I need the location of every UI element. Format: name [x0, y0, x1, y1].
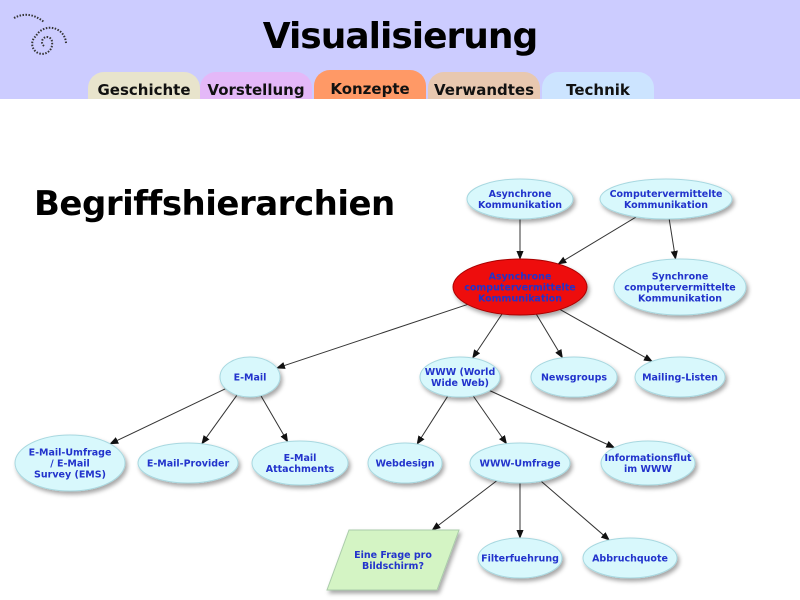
node-label: E-Mail — [234, 373, 267, 384]
node-mailing[interactable]: Mailing-Listen — [634, 356, 726, 398]
node-shape — [251, 440, 349, 486]
tab-geschichte[interactable]: Geschichte — [88, 72, 200, 99]
edge-www-wwwumf — [472, 395, 508, 445]
edge-acvk-news — [535, 313, 563, 359]
tab-vorstellung[interactable]: Vorstellung — [200, 72, 312, 99]
spiral-logo — [13, 13, 68, 55]
node-label: WWW-Umfrage — [479, 459, 560, 470]
node-label: Eine Frage pro — [354, 550, 432, 561]
node-label: E-Mail-Provider — [147, 459, 230, 470]
node-shape — [466, 178, 574, 220]
node-label: Synchrone — [652, 272, 709, 283]
node-label: Asynchrone — [489, 189, 552, 200]
node-shape — [469, 442, 571, 484]
section-heading: Begriffshierarchien — [34, 184, 395, 224]
header-banner: Visualisierung Geschichte Vorstellung Ko… — [0, 0, 800, 99]
node-label: WWW (World — [425, 367, 496, 378]
edge-cvk-acvk — [557, 216, 637, 265]
node-filter[interactable]: Filterfuehrung — [477, 537, 563, 579]
node-shape — [582, 537, 678, 579]
node-label: Attachments — [266, 464, 335, 475]
edge-acvk-mailing — [559, 309, 653, 362]
node-label: computervermittelte — [464, 283, 576, 294]
edge-email-provider — [201, 394, 238, 445]
node-label: Mailing-Listen — [642, 373, 718, 384]
tab-verwandtes[interactable]: Verwandtes — [428, 72, 540, 99]
node-label: Kommunikation — [638, 294, 722, 305]
node-shape — [634, 356, 726, 398]
node-label: Computervermittelte — [610, 189, 723, 200]
node-acvk[interactable]: AsynchronecomputervermittelteKommunikati… — [452, 258, 588, 316]
node-label: E-Mail — [284, 453, 317, 464]
edge-cvk-scvk — [668, 218, 678, 260]
node-provider: E-Mail-Provider — [137, 442, 239, 484]
node-shape — [419, 356, 501, 398]
node-news[interactable]: Newsgroups — [530, 356, 618, 398]
edge-acvk-email — [275, 303, 468, 369]
node-shape — [137, 442, 239, 484]
node-webdesign[interactable]: Webdesign — [367, 442, 443, 484]
node-label: Bildschirm? — [362, 561, 424, 572]
node-label: Wide Web) — [431, 378, 489, 389]
node-label: Asynchrone — [489, 272, 552, 283]
node-shape — [367, 442, 443, 484]
node-shape — [530, 356, 618, 398]
node-abbruch[interactable]: Abbruchquote — [582, 537, 678, 579]
tab-konzepte[interactable]: Konzepte — [314, 70, 426, 99]
node-email[interactable]: E-Mail — [219, 356, 281, 398]
node-label: / E-Mail — [50, 459, 90, 470]
edge-wwwumf-abbruch — [540, 480, 610, 541]
node-label: E-Mail-Umfrage — [29, 448, 112, 459]
edge-acvk-www — [472, 313, 503, 359]
node-label: Kommunikation — [478, 294, 562, 305]
node-label: Kommunikation — [624, 200, 708, 211]
node-label: Filterfuehrung — [481, 554, 559, 565]
node-wwwumf[interactable]: WWW-Umfrage — [469, 442, 571, 484]
node-shape — [613, 258, 747, 316]
node-label: Kommunikation — [478, 200, 562, 211]
node-shape — [600, 440, 696, 486]
node-label: Newsgroups — [541, 373, 607, 384]
node-label: Survey (EMS) — [34, 470, 106, 481]
edge-www-info — [489, 390, 616, 449]
tab-technik[interactable]: Technik — [542, 72, 654, 99]
node-shape — [219, 356, 281, 398]
node-label: Webdesign — [375, 459, 434, 470]
node-label: Abbruchquote — [592, 554, 668, 565]
page-title: Visualisierung — [262, 16, 539, 57]
node-shape — [326, 529, 460, 591]
node-label: computervermittelte — [624, 283, 736, 294]
node-scvk[interactable]: SynchronecomputervermittelteKommunikatio… — [613, 258, 747, 316]
node-shape — [14, 434, 126, 492]
node-label: Informationsflut — [604, 453, 691, 464]
node-shape — [452, 258, 588, 316]
edge-email-attach — [260, 395, 289, 443]
node-shape — [599, 178, 733, 220]
node-label: im WWW — [624, 464, 672, 475]
edge-wwwumf-frage — [431, 480, 498, 531]
edge-email-ems — [109, 388, 226, 445]
node-shape — [477, 537, 563, 579]
edge-www-webdesign — [416, 395, 449, 445]
